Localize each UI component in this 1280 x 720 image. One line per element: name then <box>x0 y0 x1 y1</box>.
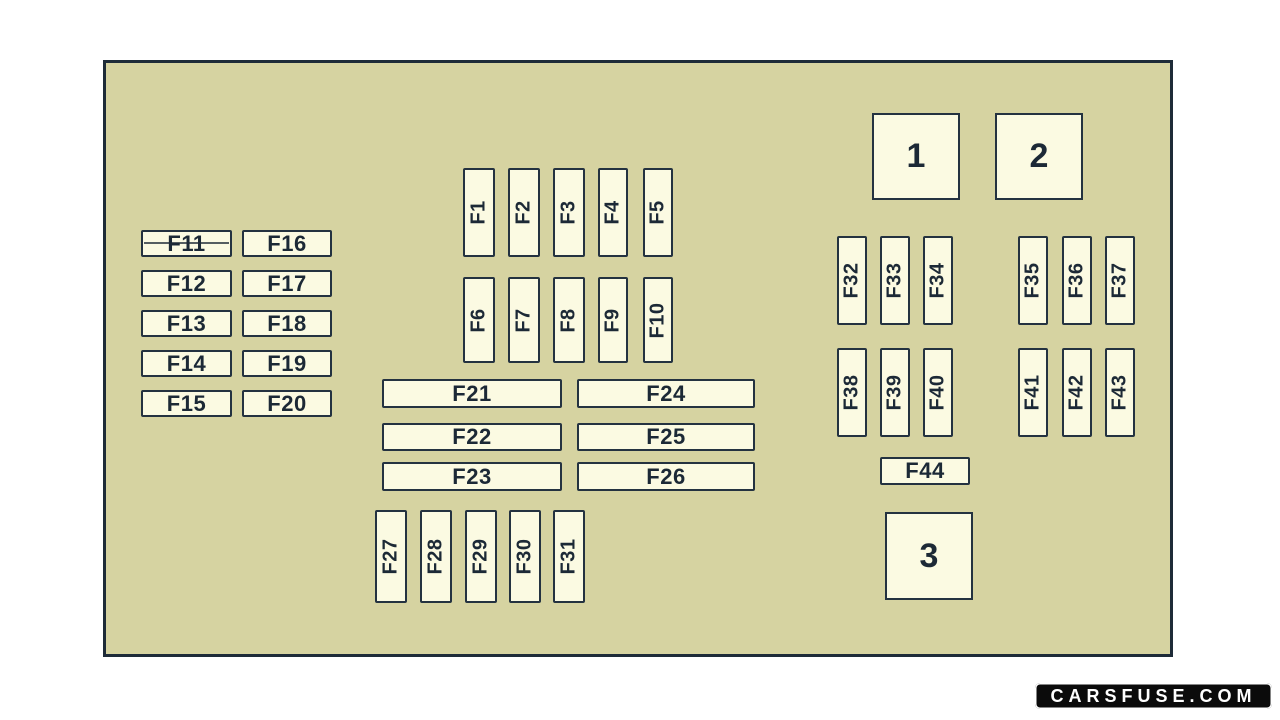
fuse-f32: F32 <box>837 236 867 325</box>
fuse-f3-label: F3 <box>557 200 580 225</box>
fuse-f9-label: F9 <box>601 307 624 333</box>
fuse-f28: F28 <box>420 510 452 603</box>
fuse-f27: F27 <box>375 510 407 603</box>
slot-2: 2 <box>995 113 1083 200</box>
fuse-f30-label: F30 <box>513 538 536 575</box>
fuse-f21: F21 <box>382 379 562 408</box>
slot-1: 1 <box>872 113 960 200</box>
fuse-f24-label: F24 <box>646 380 686 406</box>
fuse-f12: F12 <box>141 270 232 297</box>
fuse-f10-label: F10 <box>646 302 669 338</box>
fuse-f13: F13 <box>141 310 232 337</box>
fuse-f6: F6 <box>463 277 495 363</box>
fuse-f37-label: F37 <box>1108 262 1131 299</box>
fuse-f26: F26 <box>577 462 755 491</box>
fuse-f40: F40 <box>923 348 953 437</box>
fuse-f21-label: F21 <box>452 380 492 406</box>
fuse-f27-label: F27 <box>379 538 402 575</box>
fuse-f40-label: F40 <box>926 374 949 411</box>
fuse-f33: F33 <box>880 236 910 325</box>
fuse-f34: F34 <box>923 236 953 325</box>
fuse-f25-label: F25 <box>646 424 686 449</box>
fuse-f6-label: F6 <box>467 307 490 333</box>
fuse-f9: F9 <box>598 277 628 363</box>
fuse-f42-label: F42 <box>1065 374 1088 411</box>
fuse-f12-label: F12 <box>166 270 207 296</box>
fuse-f8-label: F8 <box>557 307 580 333</box>
fuse-f4-label: F4 <box>601 200 624 225</box>
fuse-f22: F22 <box>382 423 562 451</box>
fuse-f13-label: F13 <box>166 310 207 336</box>
fuse-f31-label: F31 <box>557 538 580 575</box>
fuse-f38-label: F38 <box>840 374 863 411</box>
fuse-f14: F14 <box>141 350 232 377</box>
fuse-f20-label: F20 <box>267 390 307 416</box>
fuse-f22-label: F22 <box>452 424 492 449</box>
fuse-f4: F4 <box>598 168 628 257</box>
fuse-f30: F30 <box>509 510 541 603</box>
fuse-f23-label: F23 <box>452 463 492 489</box>
fuse-f44: F44 <box>880 457 970 485</box>
fuse-f19: F19 <box>242 350 332 377</box>
fuse-f36-label: F36 <box>1065 262 1088 299</box>
fuse-f41: F41 <box>1018 348 1048 437</box>
slot-3-label: 3 <box>919 536 939 575</box>
fuse-f16: F16 <box>242 230 332 257</box>
fuse-f15-label: F15 <box>166 390 207 416</box>
fuse-f3: F3 <box>553 168 585 257</box>
slot-1-label: 1 <box>906 137 926 175</box>
fuse-f11: F11 <box>141 230 232 257</box>
carsfuse-logo: CARSFUSE.COM <box>1035 683 1272 709</box>
fuse-f23: F23 <box>382 462 562 491</box>
fuse-f34-label: F34 <box>926 262 949 299</box>
fuse-f11-label: F11 <box>167 230 206 256</box>
fuse-f24: F24 <box>577 379 755 408</box>
fuse-f2-label: F2 <box>512 200 535 225</box>
fuse-f43-label: F43 <box>1108 374 1131 411</box>
fuse-f39: F39 <box>880 348 910 437</box>
fuse-f7: F7 <box>508 277 540 363</box>
fuse-f2: F2 <box>508 168 540 257</box>
fuse-f17-label: F17 <box>267 270 307 296</box>
fuse-f41-label: F41 <box>1021 374 1044 411</box>
fuse-f35: F35 <box>1018 236 1048 325</box>
fuse-f8: F8 <box>553 277 585 363</box>
fuse-f18: F18 <box>242 310 332 337</box>
fuse-f38: F38 <box>837 348 867 437</box>
slot-3: 3 <box>885 512 973 600</box>
fuse-f10: F10 <box>643 277 673 363</box>
fuse-f29: F29 <box>465 510 497 603</box>
fuse-f17: F17 <box>242 270 332 297</box>
fuse-f43: F43 <box>1105 348 1135 437</box>
fuse-f37: F37 <box>1105 236 1135 325</box>
fuse-f1-label: F1 <box>467 200 490 225</box>
fuse-f36: F36 <box>1062 236 1092 325</box>
fuse-f14-label: F14 <box>166 350 207 376</box>
fuse-f15: F15 <box>141 390 232 417</box>
slot-2-label: 2 <box>1029 137 1049 175</box>
fuse-f26-label: F26 <box>646 463 686 489</box>
fuse-f1: F1 <box>463 168 495 257</box>
fuse-f29-label: F29 <box>469 538 492 575</box>
fuse-f42: F42 <box>1062 348 1092 437</box>
fuse-f39-label: F39 <box>883 374 906 411</box>
fuse-f20: F20 <box>242 390 332 417</box>
fuse-f7-label: F7 <box>512 307 535 333</box>
carsfuse-logo-text: CARSFUSE.COM <box>1050 686 1257 706</box>
fuse-f18-label: F18 <box>267 310 307 336</box>
fuse-f28-label: F28 <box>424 538 447 575</box>
fuse-f33-label: F33 <box>883 262 906 299</box>
fuse-f5-label: F5 <box>646 200 669 225</box>
fuse-f16-label: F16 <box>267 230 307 256</box>
fuse-f25: F25 <box>577 423 755 451</box>
fuse-f19-label: F19 <box>267 350 307 376</box>
fuse-f32-label: F32 <box>840 262 863 299</box>
fuse-f5: F5 <box>643 168 673 257</box>
fuse-f31: F31 <box>553 510 585 603</box>
fuse-f35-label: F35 <box>1021 262 1044 299</box>
fuse-f44-label: F44 <box>905 458 945 483</box>
